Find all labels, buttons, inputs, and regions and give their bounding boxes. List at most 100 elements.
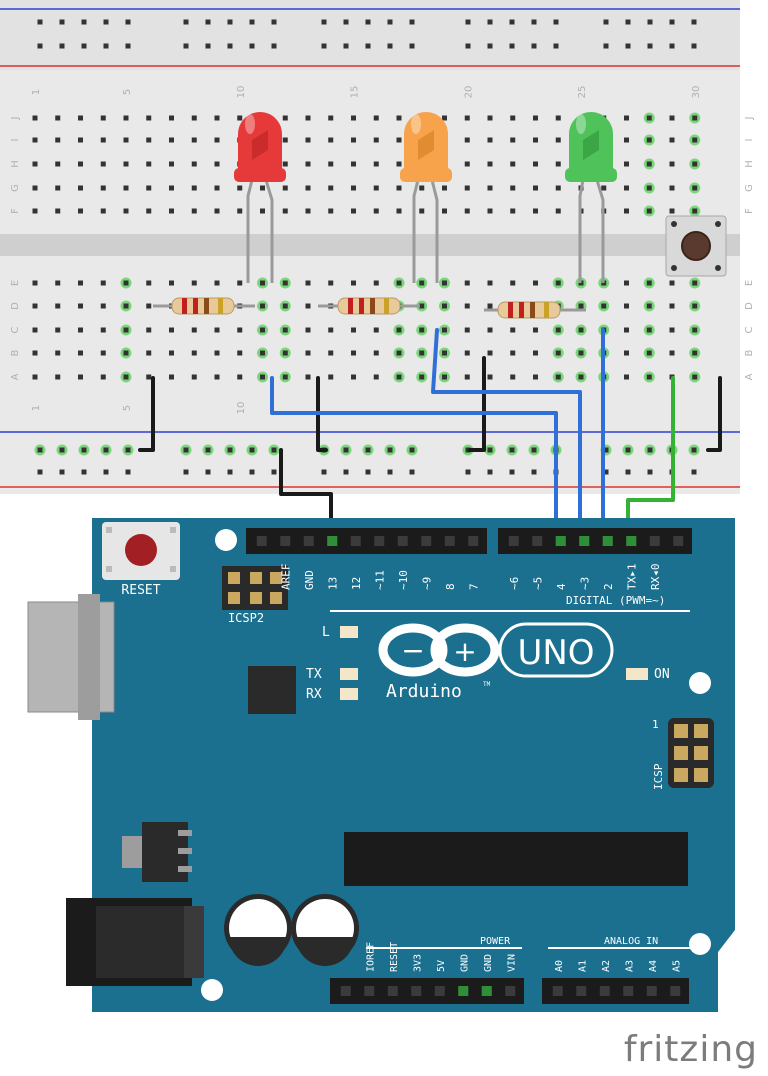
- breadboard-hole: [78, 185, 83, 191]
- mounting-hole: [215, 529, 237, 551]
- breadboard-hole: [646, 137, 652, 143]
- breadboard-hole: [282, 350, 288, 356]
- breadboard-hole: [510, 208, 516, 214]
- breadboard-hole: [169, 161, 174, 167]
- breadboard-hole: [305, 350, 311, 356]
- breadboard-hole: [669, 115, 675, 121]
- rail-hole: [625, 469, 631, 475]
- pin-label: 2: [602, 583, 615, 590]
- row-label: H: [10, 160, 21, 168]
- rail-hole: [249, 43, 255, 49]
- row-label: I: [10, 139, 21, 142]
- breadboard-hole: [396, 161, 402, 167]
- breadboard-hole: [351, 208, 356, 214]
- rail-hole: [603, 447, 609, 453]
- rail-hole: [59, 447, 65, 453]
- breadboard-hole: [464, 327, 470, 333]
- breadboard-hole: [464, 185, 470, 191]
- power-label: POWER: [480, 936, 511, 947]
- rail-hole: [103, 43, 109, 49]
- icsp-label: ICSP: [652, 763, 665, 790]
- rail-hole: [387, 447, 393, 453]
- rail-hole: [509, 469, 515, 475]
- header-pin: [256, 536, 267, 546]
- rail-hole: [81, 469, 87, 475]
- breadboard-hole: [100, 303, 106, 309]
- breadboard-hole: [351, 115, 356, 121]
- breadboard-hole: [396, 115, 402, 121]
- breadboard-hole: [146, 374, 152, 380]
- rail-hole: [487, 19, 493, 25]
- breadboard-center-channel: [0, 234, 740, 256]
- row-label: H: [744, 160, 755, 168]
- header-pin: [434, 986, 445, 996]
- signal-wire-pin5: [270, 376, 558, 543]
- rail-hole: [59, 43, 65, 49]
- power-header: [330, 978, 524, 1004]
- breadboard-hole: [78, 280, 83, 286]
- rx-label: RX: [306, 687, 322, 702]
- breadboard-hole: [419, 374, 425, 380]
- column-label: 5: [122, 405, 133, 411]
- breadboard-hole: [646, 208, 652, 214]
- pin-label: 7: [467, 583, 480, 590]
- breadboard-hole: [328, 327, 334, 333]
- breadboard-hole: [464, 374, 470, 380]
- pin-label: IOREF: [365, 942, 376, 972]
- on-led: [626, 668, 648, 680]
- signal-wire-pin4: [431, 328, 582, 543]
- breadboard-hole: [669, 280, 675, 286]
- breadboard-hole: [624, 115, 629, 121]
- rail-hole: [205, 447, 211, 453]
- header-pin: [532, 536, 543, 546]
- breadboard-hole: [55, 185, 61, 191]
- rail-hole: [647, 447, 653, 453]
- breadboard-hole: [191, 208, 197, 214]
- rail-hole: [183, 19, 189, 25]
- breadboard-hole: [646, 115, 652, 121]
- rail-hole: [647, 19, 653, 25]
- header-pin: [350, 536, 361, 546]
- breadboard-hole: [669, 137, 675, 143]
- row-label: A: [744, 373, 755, 380]
- breadboard-hole: [464, 303, 470, 309]
- push-button: [665, 215, 727, 277]
- breadboard-hole: [351, 350, 356, 356]
- breadboard-hole: [237, 208, 243, 214]
- logo-plus: +: [453, 635, 476, 668]
- breadboard-hole: [669, 161, 675, 167]
- breadboard-hole: [169, 280, 174, 286]
- rail-hole: [227, 43, 233, 49]
- rail-hole: [365, 19, 371, 25]
- column-label: 15: [350, 86, 361, 99]
- breadboard-hole: [146, 161, 152, 167]
- breadboard-hole: [692, 208, 698, 214]
- breadboard-hole: [396, 280, 402, 286]
- breadboard-hole: [533, 374, 538, 380]
- breadboard-hole: [100, 185, 106, 191]
- breadboard-hole: [646, 303, 652, 309]
- breadboard-hole: [487, 208, 493, 214]
- rail-hole: [553, 19, 559, 25]
- pin-label: A2: [601, 960, 612, 972]
- breadboard-hole: [282, 374, 288, 380]
- header-pin: [623, 986, 634, 996]
- rail-hole: [37, 469, 43, 475]
- breadboard-hole: [555, 137, 561, 143]
- digital-header-left: [246, 528, 487, 554]
- rail-hole: [647, 469, 653, 475]
- red-led: [234, 112, 286, 283]
- breadboard-hole: [442, 374, 447, 380]
- breadboard-hole: [373, 280, 379, 286]
- breadboard-hole: [669, 350, 675, 356]
- breadboard-hole: [78, 161, 83, 167]
- breadboard-hole: [32, 374, 38, 380]
- row-label: C: [744, 326, 755, 333]
- breadboard-hole: [692, 327, 698, 333]
- breadboard-hole: [191, 161, 197, 167]
- breadboard-hole: [214, 161, 220, 167]
- leds: [234, 112, 617, 283]
- rail-hole: [465, 469, 471, 475]
- breadboard-hole: [578, 303, 584, 309]
